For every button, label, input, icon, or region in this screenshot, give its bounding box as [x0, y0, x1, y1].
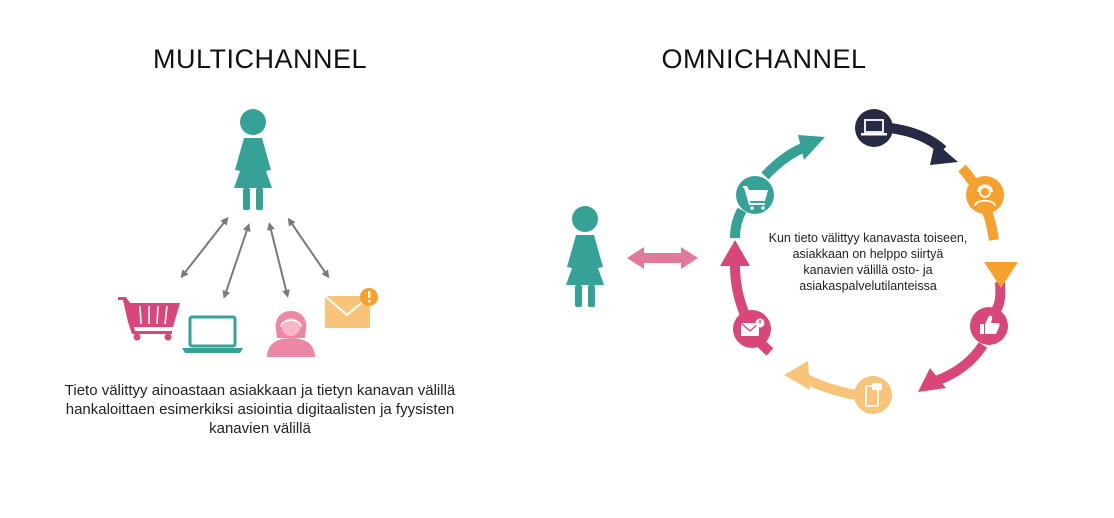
- ring-arc-pink-2: [934, 342, 988, 386]
- arrow-to-service: [267, 222, 290, 298]
- arrow-to-cart: [180, 216, 229, 279]
- customer-service-icon: [267, 311, 315, 357]
- arrowhead-pink-up: [720, 240, 750, 266]
- omnichannel-description: Kun tieto välittyy kanavasta toiseen, as…: [768, 231, 968, 293]
- arrowhead-teal: [798, 135, 825, 160]
- arrow-to-email: [287, 217, 330, 279]
- multichannel-description: Tieto välittyy ainoastaan asiakkaan ja t…: [64, 382, 456, 437]
- multichannel-title: MULTICHANNEL: [152, 44, 368, 74]
- cycle-node-laptop: [855, 109, 893, 147]
- customer-service-icon: [974, 184, 996, 207]
- ring-arc-teal-2: [761, 141, 810, 180]
- arrow-to-laptop: [222, 223, 251, 299]
- thumbs-up-icon: [980, 315, 1000, 334]
- cycle-node-customer-service: [966, 176, 1004, 214]
- ring-arc-pink-1: [991, 281, 1006, 314]
- shopping-cart-icon: [118, 297, 180, 341]
- customer-figure-left: [234, 109, 272, 210]
- double-arrow-customer-cycle: [627, 247, 698, 269]
- cycle-node-thumbs-up: [970, 307, 1008, 345]
- arrowhead-navy: [930, 142, 958, 165]
- arrowhead-peach: [784, 361, 810, 390]
- bidirectional-arrows: [180, 216, 330, 299]
- laptop-icon: [861, 119, 887, 136]
- arrowhead-pink: [918, 368, 946, 392]
- email-alert-icon: [324, 288, 378, 328]
- email-alert-icon: [740, 318, 765, 336]
- cycle-arrowheads: [720, 135, 1018, 392]
- laptop-icon: [182, 315, 243, 353]
- cycle-node-email: [733, 310, 771, 348]
- mobile-chat-icon: [865, 383, 882, 407]
- arrowhead-orange: [984, 262, 1018, 288]
- ring-arc-pink-4: [730, 264, 750, 317]
- omnichannel-title: OMNICHANNEL: [661, 44, 867, 74]
- customer-figure-right: [566, 206, 604, 307]
- cycle-node-mobile-chat: [854, 376, 892, 414]
- shopping-cart-icon: [743, 186, 768, 210]
- cycle-node-shopping-cart: [736, 176, 774, 214]
- ring-arc-teal-1: [730, 207, 747, 239]
